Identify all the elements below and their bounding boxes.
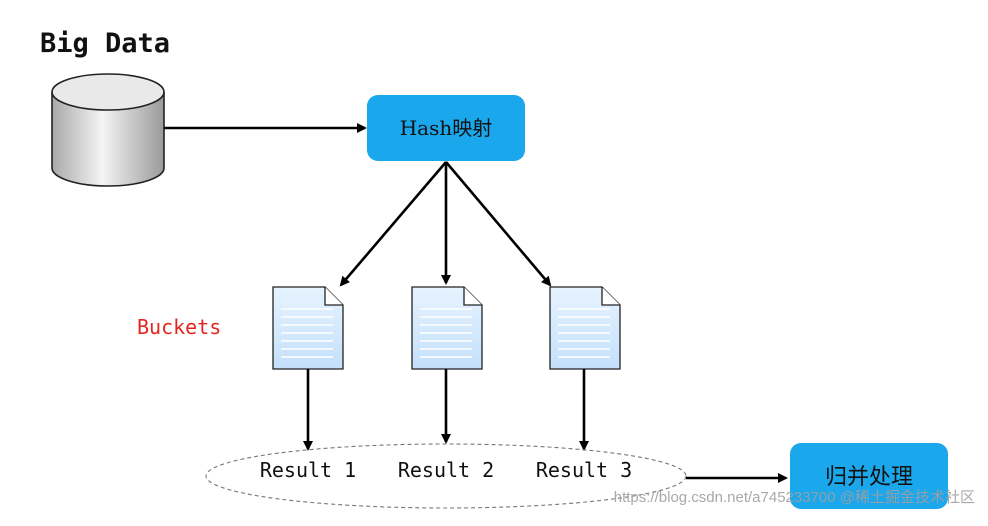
result-label-2: Result 2 bbox=[398, 458, 494, 482]
result-label-3: Result 3 bbox=[536, 458, 632, 482]
merge-node: 归并处理 bbox=[790, 443, 948, 509]
merge-node-label: 归并处理 bbox=[825, 465, 913, 490]
document-icon bbox=[549, 286, 621, 370]
page-title: Big Data bbox=[40, 28, 170, 59]
bucket-3 bbox=[549, 286, 621, 370]
arrow-hash-to-bucket-3 bbox=[445, 161, 552, 287]
watermark: https://blog.csdn.net/a745233700 @稀土掘金技术… bbox=[614, 489, 975, 506]
bucket-1 bbox=[272, 286, 344, 370]
buckets-label: Buckets bbox=[137, 315, 221, 339]
arrow-hash-to-bucket-1 bbox=[339, 161, 447, 287]
document-icon bbox=[272, 286, 344, 370]
hash-node: Hash映射 bbox=[367, 95, 525, 161]
hash-node-label: Hash映射 bbox=[400, 116, 493, 140]
document-icon bbox=[411, 286, 483, 370]
bucket-2 bbox=[411, 286, 483, 370]
results-ellipse bbox=[205, 443, 687, 509]
database-icon bbox=[51, 73, 165, 187]
result-label-1: Result 1 bbox=[260, 458, 356, 482]
